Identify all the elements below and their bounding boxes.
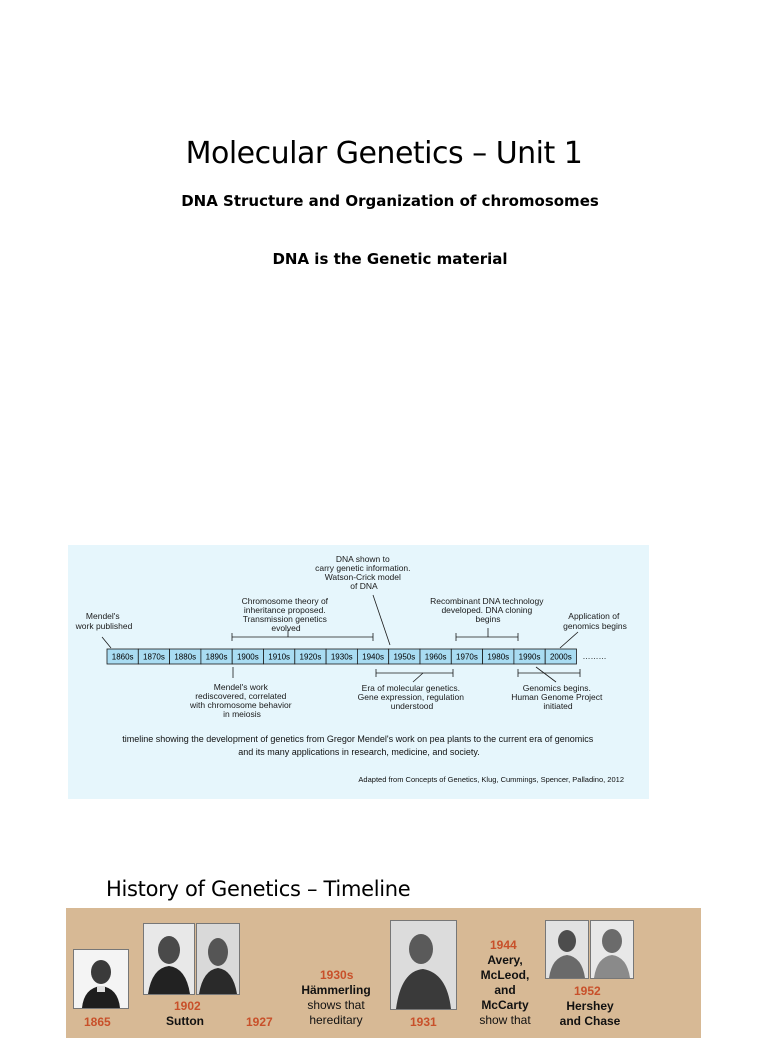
decade-label: 1950s bbox=[393, 653, 415, 662]
decade-label: 1910s bbox=[268, 653, 290, 662]
decade-label: 1960s bbox=[425, 653, 447, 662]
decade-label: 1860s bbox=[112, 653, 134, 662]
slide-subtitle-dna-genetic-material: DNA is the Genetic material bbox=[272, 250, 508, 268]
annotation-genomics-application: Application of genomics begins bbox=[563, 611, 627, 631]
portrait-chase bbox=[590, 920, 634, 979]
annotation-recombinant-dna: Recombinant DNA technology developed. DN… bbox=[430, 596, 546, 624]
year-1952: 1952 bbox=[574, 984, 601, 998]
name-hammerling: Hämmerling bbox=[301, 983, 371, 997]
decade-label: 1880s bbox=[174, 653, 196, 662]
portrait-boveri bbox=[196, 923, 240, 995]
entry-hammerling: Hämmerling shows that hereditary bbox=[301, 983, 371, 1027]
annotation-genomics-begins: Genomics begins. Human Genome Project in… bbox=[511, 683, 605, 711]
year-1865: 1865 bbox=[84, 1015, 111, 1029]
annotation-mendel: Mendel's work published bbox=[75, 611, 133, 631]
figure-caption: timeline showing the development of gene… bbox=[122, 734, 595, 757]
decade-bar: 1860s 1870s 1880s 1890s 1900s 1910s 1920s 1930s… bbox=[106, 648, 607, 665]
year-1902: 1902 bbox=[174, 999, 201, 1013]
decade-label: 1900s bbox=[237, 653, 259, 662]
portrait-1931 bbox=[390, 920, 457, 1010]
decade-label: 1980s bbox=[487, 653, 509, 662]
figure-credit: Adapted from Concepts of Genetics, Klug,… bbox=[358, 775, 624, 784]
entry-avery-mcleod-mccarty: Avery, McLeod, and McCarty show that bbox=[479, 953, 531, 1027]
decade-label: 1940s bbox=[362, 653, 384, 662]
timeline-ellipsis: ……… bbox=[583, 652, 607, 661]
decade-label: 1870s bbox=[143, 653, 165, 662]
annotation-mendel-rediscovered: Mendel's work rediscovered, correlated w… bbox=[189, 682, 294, 719]
portrait-sutton bbox=[143, 923, 195, 995]
decade-label: 2000s bbox=[550, 653, 572, 662]
annotation-chromosome-theory: Chromosome theory of inheritance propose… bbox=[242, 596, 331, 633]
history-timeline-panel: 1865 1902 Sutton 1927 1930s Hämmerling s… bbox=[66, 908, 701, 1038]
annotation-dna-shown: DNA shown to carry genetic information. … bbox=[315, 554, 413, 591]
portrait-mendel bbox=[73, 949, 129, 1009]
genetics-timeline-figure: 1860s 1870s 1880s 1890s 1900s 1910s 1920s 1930s… bbox=[68, 545, 649, 799]
decade-label: 1930s bbox=[331, 653, 353, 662]
year-1931: 1931 bbox=[410, 1015, 437, 1029]
slide-title: Molecular Genetics – Unit 1 bbox=[185, 136, 583, 171]
portrait-hershey bbox=[545, 920, 589, 979]
year-1930s: 1930s bbox=[320, 968, 354, 982]
year-1944: 1944 bbox=[490, 938, 517, 952]
year-1927: 1927 bbox=[246, 1015, 273, 1029]
annotation-molecular-era: Era of molecular genetics. Gene expressi… bbox=[358, 683, 467, 711]
name-sutton: Sutton bbox=[166, 1014, 204, 1028]
entry-hershey-chase: Hershey and Chase bbox=[559, 999, 621, 1028]
decade-label: 1890s bbox=[206, 653, 228, 662]
decade-label: 1990s bbox=[519, 653, 541, 662]
slide-subtitle: DNA Structure and Organization of chromo… bbox=[181, 192, 599, 210]
decade-label: 1970s bbox=[456, 653, 478, 662]
decade-label: 1920s bbox=[300, 653, 322, 662]
history-title: History of Genetics – Timeline bbox=[106, 877, 411, 901]
decade-cell bbox=[544, 648, 577, 665]
